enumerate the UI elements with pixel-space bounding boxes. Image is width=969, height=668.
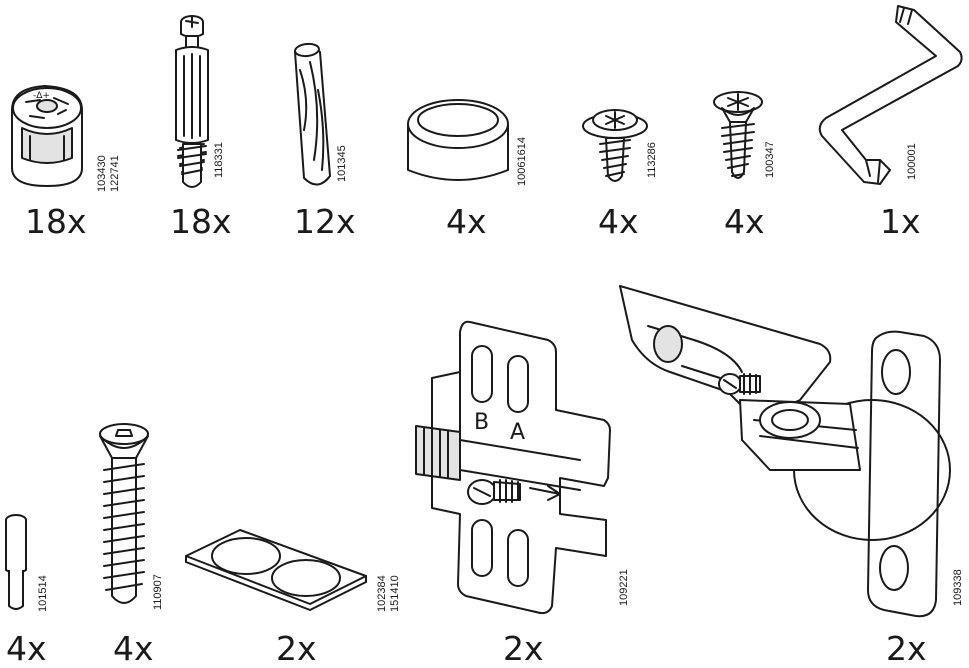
- svg-text:-Δ+: -Δ+: [33, 91, 50, 101]
- quantity-label: 4x: [6, 629, 47, 668]
- quantity-label: 4x: [446, 202, 487, 241]
- quantity-label: 4x: [598, 202, 639, 241]
- quantity-label: 1x: [880, 202, 921, 241]
- quantity-label: 4x: [724, 202, 765, 241]
- part-code: 109338: [952, 569, 964, 606]
- plate-letter-a: A: [510, 420, 526, 445]
- quantity-label: 2x: [276, 629, 317, 668]
- quantity-label: 18x: [25, 202, 87, 241]
- quantity-label: 2x: [886, 629, 927, 668]
- quantity-label: 12x: [294, 202, 356, 241]
- plate-letter-b: B: [474, 410, 490, 435]
- quantity-label: 4x: [113, 629, 154, 668]
- quantity-label: 18x: [170, 202, 232, 241]
- quantity-label: 2x: [503, 629, 544, 668]
